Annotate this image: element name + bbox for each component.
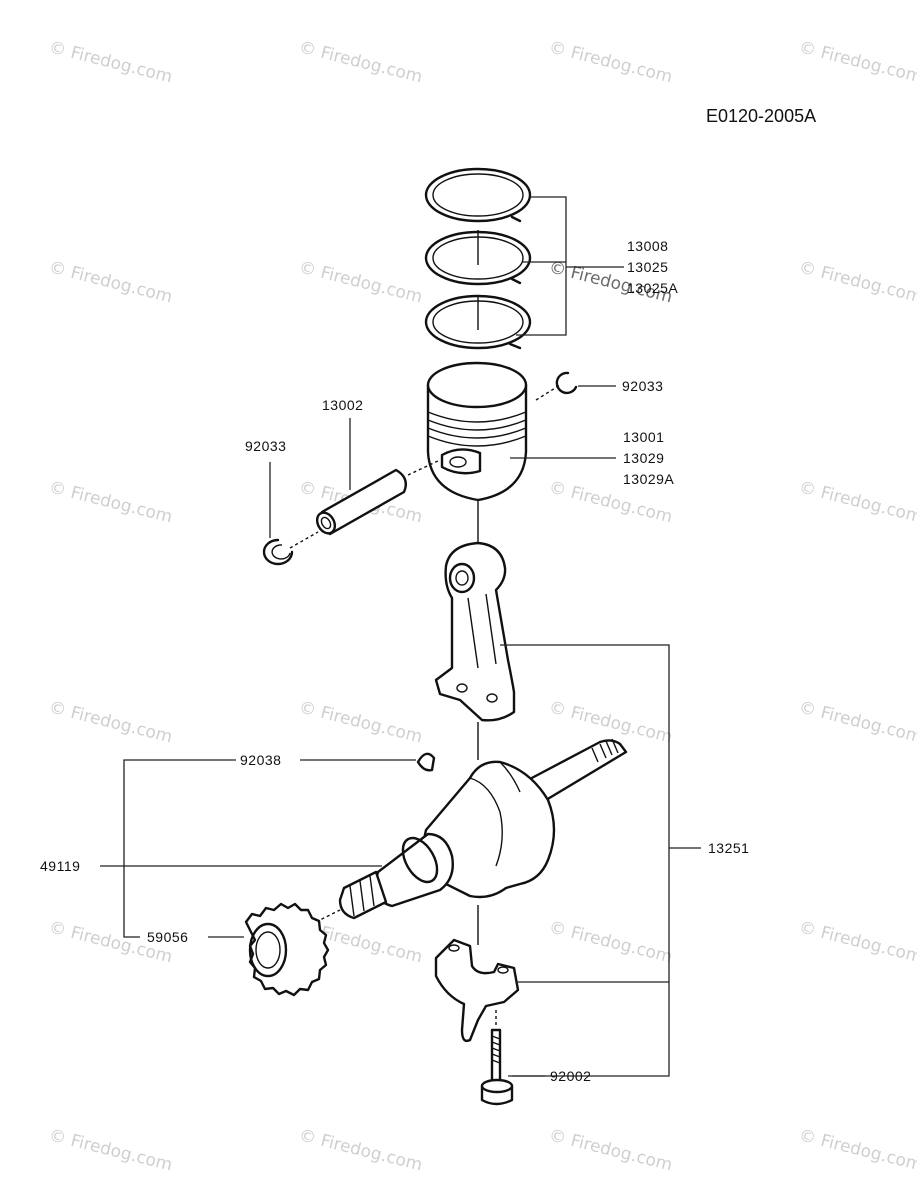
crankshaft-gear bbox=[244, 902, 330, 997]
connecting-rod bbox=[434, 541, 516, 722]
piston-pin bbox=[289, 459, 441, 549]
label-59056: 59056 bbox=[147, 929, 188, 945]
watermark: © Firedog.com bbox=[547, 37, 675, 87]
label-92002: 92002 bbox=[550, 1068, 591, 1084]
label-13029a: 13029A bbox=[623, 471, 674, 487]
woodruff-key bbox=[416, 752, 436, 772]
label-13002: 13002 bbox=[322, 397, 363, 413]
label-49119: 49119 bbox=[40, 858, 80, 874]
diagram-code: E0120-2005A bbox=[706, 106, 816, 126]
label-92038: 92038 bbox=[240, 752, 281, 768]
cap-bolt bbox=[480, 1010, 514, 1106]
circlip-right bbox=[535, 371, 578, 401]
rod-cap bbox=[434, 938, 520, 1043]
watermark: © Firedog.com bbox=[797, 477, 917, 527]
piston-rings bbox=[424, 167, 532, 350]
label-13029: 13029 bbox=[623, 450, 664, 466]
watermark: © Firedog.com bbox=[297, 1125, 425, 1175]
crankshaft bbox=[299, 738, 628, 931]
watermark: © Firedog.com bbox=[47, 257, 175, 307]
watermark: © Firedog.com bbox=[47, 1125, 175, 1175]
watermark: © Firedog.com bbox=[797, 1125, 917, 1175]
watermark: © Firedog.com bbox=[47, 477, 175, 527]
label-92033-left: 92033 bbox=[245, 438, 286, 454]
watermark: © Firedog.com bbox=[297, 697, 425, 747]
watermark: © Firedog.com bbox=[47, 37, 175, 87]
label-13025: 13025 bbox=[627, 259, 668, 275]
leader-lines bbox=[100, 196, 701, 1077]
label-13001: 13001 bbox=[623, 429, 664, 445]
watermark: © Firedog.com bbox=[797, 697, 917, 747]
label-92033-right: 92033 bbox=[622, 378, 663, 394]
circlip-left bbox=[262, 538, 294, 566]
watermark: © Firedog.com bbox=[797, 37, 917, 87]
piston bbox=[426, 361, 528, 502]
watermark: © Firedog.com bbox=[547, 917, 675, 967]
watermark: © Firedog.com bbox=[797, 257, 917, 307]
label-13008: 13008 bbox=[627, 238, 668, 254]
watermark: © Firedog.com bbox=[47, 697, 175, 747]
label-13025a: 13025A bbox=[627, 280, 678, 296]
watermark: © Firedog.com bbox=[797, 917, 917, 967]
label-13251: 13251 bbox=[708, 840, 749, 856]
watermark: © Firedog.com bbox=[297, 257, 425, 307]
watermark: © Firedog.com bbox=[297, 37, 425, 87]
watermark: © Firedog.com bbox=[547, 1125, 675, 1175]
